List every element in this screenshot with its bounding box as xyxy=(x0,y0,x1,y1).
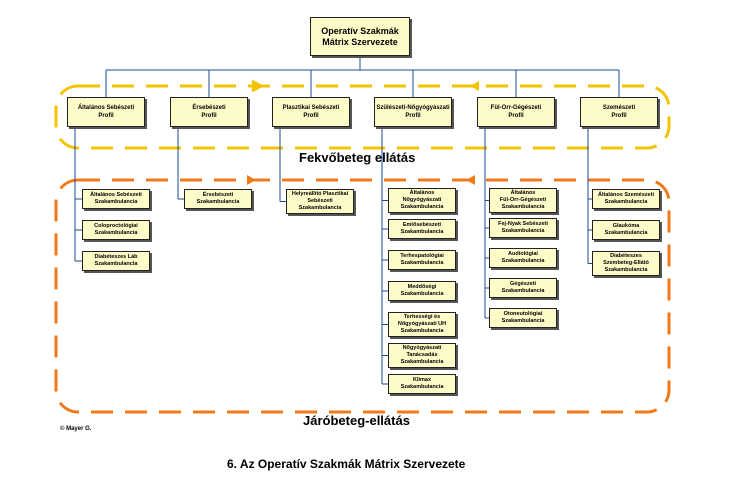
outpatient-band xyxy=(54,178,671,414)
inpatient-band xyxy=(54,84,671,150)
connector-lines xyxy=(74,56,620,385)
figure-caption: 6. Az Operatív Szakmák Mátrix Szervezete xyxy=(227,457,466,471)
outpatient-label: Járóbeteg-ellátás xyxy=(303,413,410,428)
outpatient-arrow-left xyxy=(466,175,475,185)
inpatient-arrow-right xyxy=(248,79,265,93)
inpatient-arrow-left xyxy=(470,81,479,91)
copyright-note: © Mayer G. xyxy=(60,426,92,432)
outpatient-arrow-right xyxy=(247,175,256,185)
inpatient-label: Fekvőbeteg ellátás xyxy=(299,150,416,165)
